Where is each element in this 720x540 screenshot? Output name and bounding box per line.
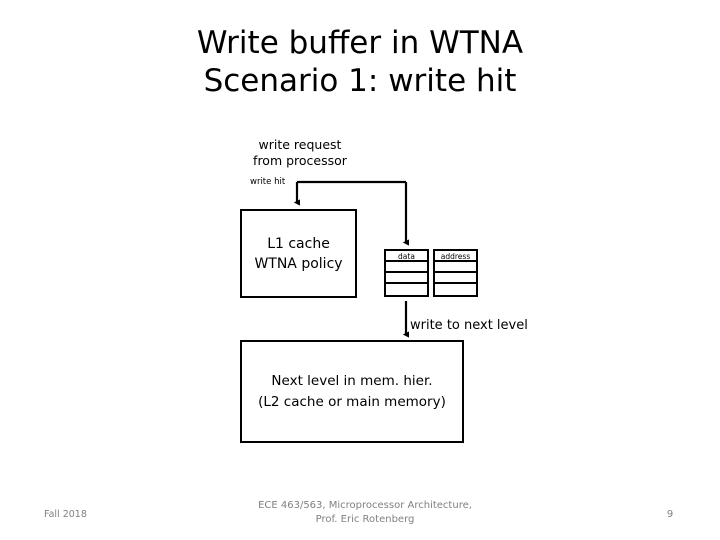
next-level-label-line-1: Next level in mem. hier. [271,372,433,389]
footer-course-line-2: Prof. Eric Rotenberg [315,514,415,525]
page-title-line-2: Scenario 1: write hit [203,63,517,99]
write-buffer-address-header: address [435,251,476,262]
page-title: Write buffer in WTNA Scenario 1: write h… [0,24,720,100]
write-buffer-data-entry [386,284,427,295]
write-hit-label: write hit [250,177,286,187]
write-request-label: write request from processor [240,137,360,169]
footer-page-number: 9 [666,509,674,520]
write-buffer-address-entry [435,284,476,295]
next-level-memory-box: Next level in mem. hier. (L2 cache or ma… [240,340,464,443]
write-buffer-data-entry [386,262,427,273]
write-buffer-data-entry [386,273,427,284]
write-request-label-line-1: write request [258,137,342,152]
page-title-line-1: Write buffer in WTNA [196,25,524,61]
write-request-label-line-2: from processor [253,153,347,168]
footer-course-line-1: ECE 463/563, Microprocessor Architecture… [258,500,472,511]
l1-cache-label-line-1: L1 cache [267,235,330,252]
footer-date: Fall 2018 [44,509,87,520]
write-buffer-address-entry [435,273,476,284]
footer-course-info: ECE 463/563, Microprocessor Architecture… [200,499,530,527]
write-buffer-address-column: address [433,249,478,297]
l1-cache-box: L1 cache WTNA policy [240,209,357,298]
write-to-next-level-label: write to next level [410,318,528,333]
write-buffer-data-column: data [384,249,429,297]
write-buffer-data-header: data [386,251,427,262]
write-buffer-address-entry [435,262,476,273]
next-level-label-line-2: (L2 cache or main memory) [258,393,446,410]
l1-cache-label-line-2: WTNA policy [254,255,343,272]
